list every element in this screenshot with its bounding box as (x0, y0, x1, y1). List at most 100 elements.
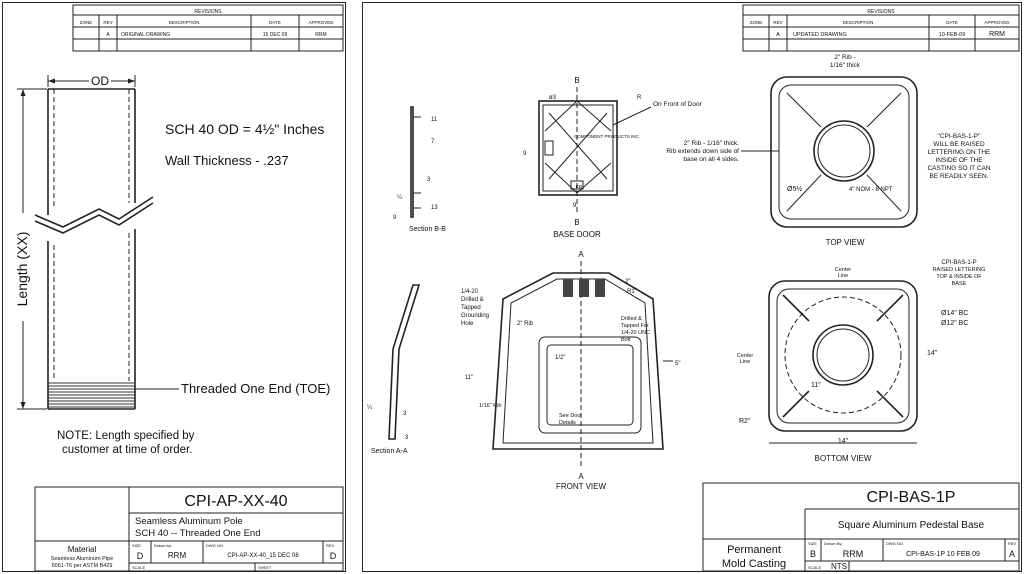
base-dwg-value: CPI-BAS-1P 10 FEB 09 (906, 551, 980, 558)
section-aa-label: Section A-A (371, 448, 408, 455)
front-view-label: FRONT VIEW (556, 482, 607, 491)
rev-header-date: DATE (269, 20, 281, 25)
base-drawing-canvas: REVISIONS ZONE REV DESCRIPTION DATE APPR… (367, 4, 1020, 572)
sheet-label: SHEET (258, 565, 272, 570)
see-door-line2: Details (559, 420, 576, 426)
front-view: A See Door Details 1/4-20 Drilled & Tapp… (461, 250, 680, 491)
base-rev-value: A (1009, 549, 1015, 559)
rib-note-line3: base on all 4 sides. (683, 156, 739, 163)
od-label: OD (91, 74, 109, 88)
bottom-center-line2: Line (838, 273, 848, 279)
wall-thickness-text: Wall Thickness - .237 (165, 153, 289, 168)
raised2-line4: BASE (952, 281, 967, 287)
base-material-line1: Permanent (727, 544, 781, 556)
drilled-line1: 1/4-20 (461, 289, 479, 295)
raised1-line5: CASTING SO IT CAN (927, 165, 990, 172)
base-description: Square Aluminum Pedestal Base (838, 520, 985, 531)
svg-text:9: 9 (523, 151, 527, 157)
dim-2-label: 2" (625, 279, 630, 285)
revisions-table: REVISIONS ZONE REV DESCRIPTION DATE APPR… (742, 4, 1020, 52)
material-label: Material (68, 545, 97, 554)
revisions-table: REVISIONS ZONE REV DESCRIPTION DATE APPR… (72, 4, 344, 52)
revisions-title: REVISIONS (194, 9, 222, 15)
pole-part-number: CPI-AP-XX-40 (184, 493, 287, 510)
svg-text:11: 11 (431, 117, 438, 123)
section-a-bottom: A (578, 472, 584, 481)
rev-cell-rev: A (776, 32, 780, 38)
section-b-bottom: B (574, 218, 579, 227)
base-drawn-label: Drawn By: (824, 541, 842, 546)
base-dwg-label: DWG NO. (886, 541, 904, 546)
drawn-label: Drawn by: (154, 543, 172, 548)
svg-text:13: 13 (431, 205, 438, 211)
dwg-label: DWG NO. (206, 543, 224, 548)
rev-cell-approved: RRM (989, 31, 1005, 38)
svg-text:9: 9 (393, 215, 397, 221)
base-door-label: BASE DOOR (553, 230, 601, 239)
svg-text:7: 7 (431, 139, 435, 145)
drilled-line5: Hole (461, 321, 474, 327)
pole-drawing-sheet: REVISIONS ZONE REV DESCRIPTION DATE APPR… (2, 2, 346, 572)
dim-5-label: 5" (675, 361, 680, 367)
r1-label: R1" (627, 289, 637, 295)
base-rev-label: REV (1008, 541, 1017, 546)
pole-threads (48, 382, 135, 408)
top-rib-line1: 2" Rib - (834, 54, 855, 61)
length-dimension: Length (XX) (14, 88, 47, 410)
drilled-line4: Grounding (461, 313, 489, 319)
material-line2: 6061-T6 per ASTM B429 (52, 563, 113, 569)
npt-label: 4" NOM - 8 NPT (849, 187, 893, 193)
rev-header-rev: REV (773, 20, 782, 25)
svg-text:3: 3 (427, 177, 431, 183)
rev-header-zone: ZONE (80, 20, 93, 25)
raised1-line3: LETTERING ON THE (928, 149, 991, 156)
svg-text:9: 9 (573, 203, 577, 209)
svg-text:¼: ¼ (367, 405, 373, 411)
side-center-line1: Center (737, 353, 754, 359)
base-door-view: B FR COMPONENT PRODUCTS INC. On Front of… (523, 76, 703, 239)
rib-note-line1: 2" Rib - 1/16" thick. (684, 140, 739, 147)
drilled-b-line1: Drilled & (621, 316, 642, 322)
rib-note-line2: Rib extends down side of (666, 148, 739, 155)
pole-outline (34, 88, 154, 410)
door-logo-text: COMPONENT PRODUCTS INC. (574, 134, 640, 139)
r2-label: R2" (739, 418, 751, 425)
rib-116-label: 1/16" Rib (479, 403, 501, 409)
rev-cell-rev: A (106, 32, 110, 38)
svg-text:¼: ¼ (397, 195, 403, 201)
revisions-title: REVISIONS (867, 9, 895, 15)
raised2-line3: TOP & INSIDE OF (936, 274, 982, 280)
material-line1: Seamless Aluminum Pipe (51, 556, 113, 562)
toe-label: Threaded One End (TOE) (181, 381, 330, 396)
section-b-top: B (574, 76, 579, 85)
base-drawn-value: RRM (843, 549, 864, 559)
drawn-value: RRM (168, 551, 187, 560)
bc14-label: Ø14" BC (941, 310, 968, 317)
raised1-line1: "CPI-BAS-1-P" (938, 133, 982, 140)
svg-text:R: R (637, 95, 642, 101)
base-material-line2: Mold Casting (722, 558, 786, 570)
od-dimension: OD (47, 74, 136, 88)
note-line1: NOTE: Length specified by (57, 430, 195, 442)
rev-cell-approved: RRM (315, 32, 326, 38)
raised2-line2: RAISED LETTERING (933, 267, 986, 273)
base-size-label: SIZE (808, 541, 817, 546)
rev-header-description: DESCRIPTION (843, 20, 874, 25)
bc12-label: Ø12" BC (941, 320, 968, 327)
dwg-value: CPI-AP-XX-40_15 DEC 08 (227, 553, 299, 559)
rev-label: REV (326, 543, 335, 548)
drilled-b-line4: Bolt (621, 337, 631, 343)
rev-cell-date: 10-FEB-09 (939, 32, 966, 38)
scale-label: SCALE (132, 565, 145, 570)
rev-header-description: DESCRIPTION (169, 20, 200, 25)
base-title-block: CPI-BAS-1P Square Aluminum Pedestal Base… (702, 482, 1020, 572)
pole-title-block: CPI-AP-XX-40 Seamless Aluminum Pole SCH … (34, 486, 344, 572)
base-part-number: CPI-BAS-1P (867, 489, 956, 506)
drilled-b-line3: 1/4-20 UNC (621, 330, 650, 336)
raised2-line1: CPI-BAS-1-P (941, 260, 976, 266)
dim-14-horizontal: 14" (838, 438, 849, 445)
rev-cell-description: ORIGINAL DRAWING (121, 32, 170, 38)
side-center-line2: Line (740, 359, 750, 365)
dim-11-label: 11" (465, 375, 473, 381)
pole-drawing-canvas: REVISIONS ZONE REV DESCRIPTION DATE APPR… (14, 4, 344, 572)
